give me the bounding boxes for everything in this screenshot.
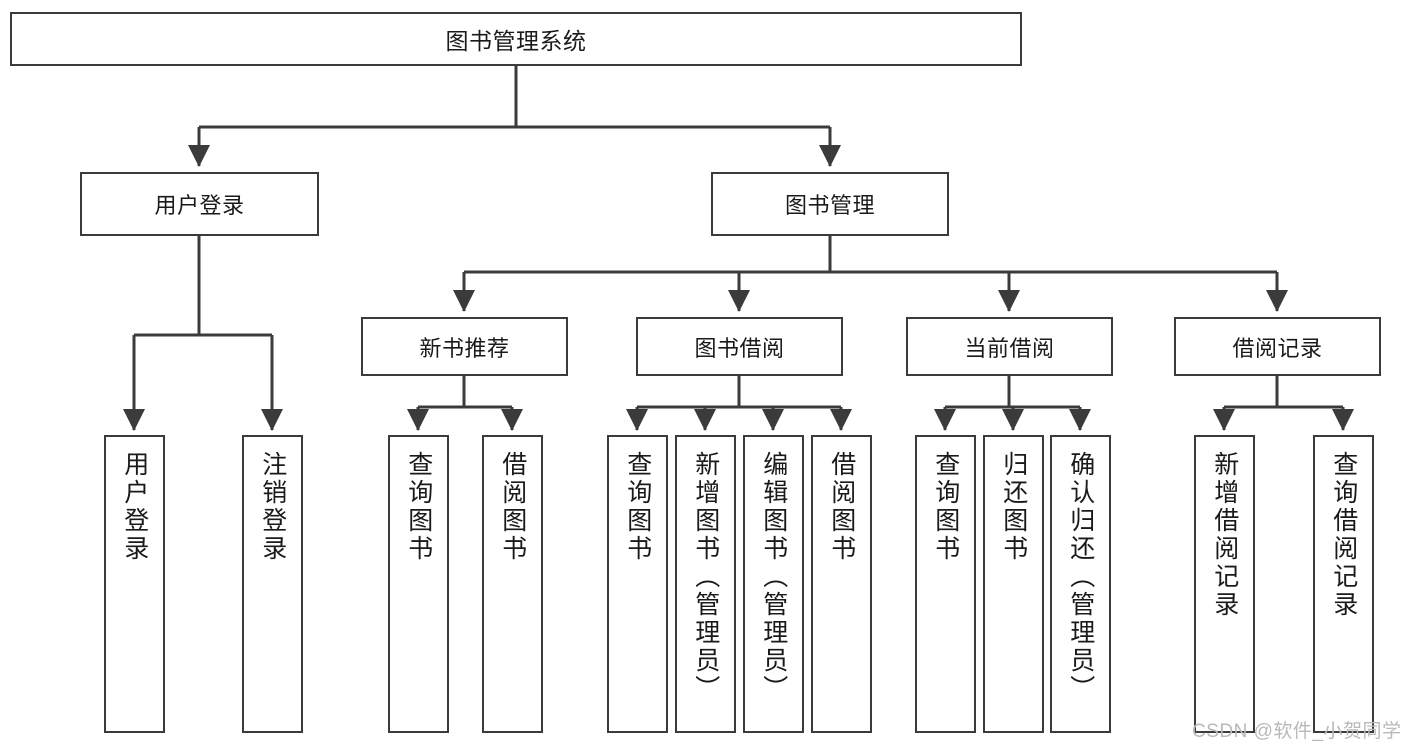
node-label: 图书管理 <box>784 193 875 218</box>
node-label: 归还图书 <box>999 451 1028 563</box>
node-user-login[interactable]: 用户登录 <box>80 172 319 236</box>
node-label: 用户登录 <box>154 193 245 218</box>
node-book-borrow[interactable]: 图书借阅 <box>636 317 843 376</box>
node-root-system[interactable]: 图书管理系统 <box>10 12 1022 66</box>
node-new-book-recommend[interactable]: 新书推荐 <box>361 317 568 376</box>
leaf-add-borrow-record[interactable]: 新增借阅记录 <box>1194 435 1255 733</box>
leaf-query-book-borrow[interactable]: 查询图书 <box>607 435 668 733</box>
leaf-query-borrow-record[interactable]: 查询借阅记录 <box>1313 435 1374 733</box>
node-current-borrow[interactable]: 当前借阅 <box>906 317 1113 376</box>
node-label: 图书管理系统 <box>445 28 587 54</box>
node-label: 借阅图书 <box>498 451 527 563</box>
node-label: 借阅图书 <box>827 451 856 563</box>
node-borrow-records[interactable]: 借阅记录 <box>1174 317 1381 376</box>
leaf-borrow-book[interactable]: 借阅图书 <box>811 435 872 733</box>
node-label: 查询图书 <box>931 451 960 563</box>
node-label: 编辑图书（管理员） <box>759 451 788 703</box>
leaf-borrow-book-recommend[interactable]: 借阅图书 <box>482 435 543 733</box>
leaf-user-login[interactable]: 用户登录 <box>104 435 165 733</box>
leaf-logout[interactable]: 注销登录 <box>242 435 303 733</box>
leaf-return-book[interactable]: 归还图书 <box>983 435 1044 733</box>
node-label: 新书推荐 <box>419 335 510 361</box>
node-label: 注销登录 <box>258 451 287 563</box>
node-label: 当前借阅 <box>964 335 1055 361</box>
node-label: 确认归还（管理员） <box>1066 451 1095 703</box>
leaf-query-book-current[interactable]: 查询图书 <box>915 435 976 733</box>
node-label: 用户登录 <box>120 451 149 563</box>
leaf-add-book-admin[interactable]: 新增图书（管理员） <box>675 435 736 733</box>
leaf-confirm-return-admin[interactable]: 确认归还（管理员） <box>1050 435 1111 733</box>
node-label: 图书借阅 <box>694 335 785 361</box>
node-label: 新增图书（管理员） <box>691 451 720 703</box>
node-label: 借阅记录 <box>1232 335 1323 361</box>
watermark-text: CSDN @软件_小贺同学 <box>1192 721 1402 742</box>
leaf-edit-book-admin[interactable]: 编辑图书（管理员） <box>743 435 804 733</box>
node-label: 新增借阅记录 <box>1210 451 1239 619</box>
leaf-query-book-recommend[interactable]: 查询图书 <box>388 435 449 733</box>
node-book-management[interactable]: 图书管理 <box>711 172 949 236</box>
node-label: 查询图书 <box>623 451 652 563</box>
node-label: 查询图书 <box>404 451 433 563</box>
node-label: 查询借阅记录 <box>1329 451 1358 619</box>
